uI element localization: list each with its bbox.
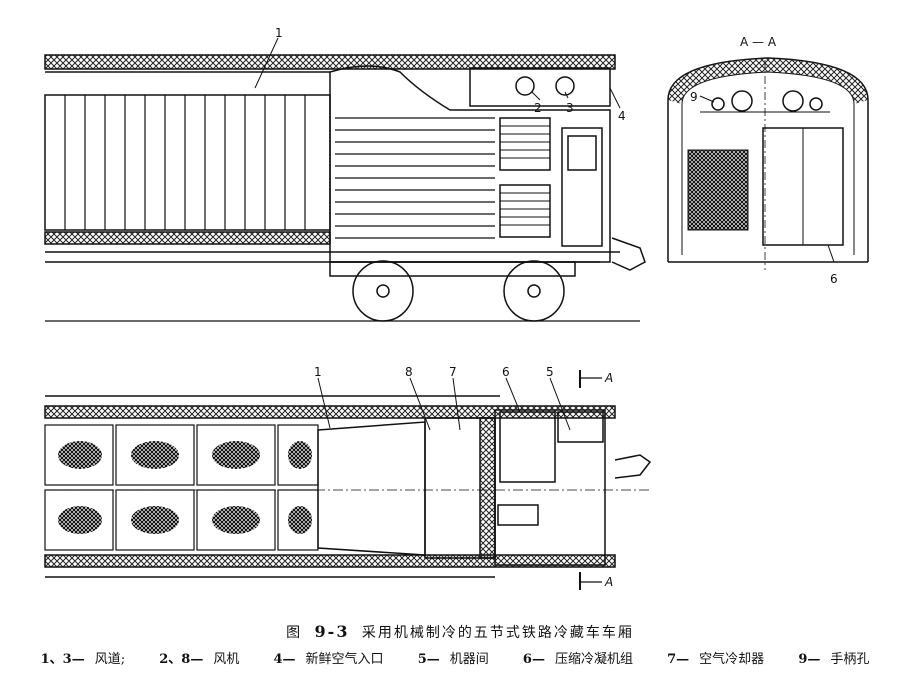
side-door [561,127,603,247]
lower-louvre [499,184,551,238]
plan-label-6: 6 [502,365,510,379]
legend-item: 9—手柄孔 [798,652,870,667]
section-label-6: 6 [830,272,838,286]
section-machinery [687,149,749,231]
caption-prefix: 图 [286,625,303,641]
caption-number: 9-3 [314,622,350,641]
hand-hole-3 [782,90,804,112]
section-mark-bottom: A [604,575,613,589]
plan-duct [317,421,426,556]
wheel-left [352,260,414,322]
machine-room-body [329,65,611,263]
plan-partition [479,417,496,559]
legend-item: 5—机器间 [417,652,489,667]
plan-label-7: 7 [449,365,457,379]
fan-duct-assembly [469,67,611,107]
plan-label-8: 8 [405,365,413,379]
plan-label-1: 1 [314,365,322,379]
side-label-2: 2 [534,101,542,115]
plan-coupler [614,454,652,479]
floor-insulation [44,231,331,245]
caption-title: 采用机械制冷的五节式铁路冷藏车车厢 [361,625,634,641]
side-label-1: 1 [275,26,283,40]
roof-insulation [44,54,616,70]
legend-item: 6—压缩冷凝机组 [522,652,633,667]
figure-caption: 图 9-3 采用机械制冷的五节式铁路冷藏车车厢 [0,622,920,642]
cross-section-view [667,57,869,270]
corrugated-wall [44,94,331,231]
side-label-4: 4 [618,109,626,123]
upper-louvre [499,117,551,171]
figure-legend: 1、3—风道; 2、8—风机 4—新鲜空气入口 5—机器间 6—压缩冷凝机组 7… [0,648,920,667]
plan-top-wall [44,405,616,419]
side-elevation [44,37,646,322]
plan-condenser [557,411,604,443]
hand-hole-4 [809,97,823,111]
coupler [611,237,646,271]
legend-item: 2、8—风机 [159,652,240,667]
legend-item: 1、3—风道; [40,652,126,667]
legend-item: 4—新鲜空气入口 [273,652,384,667]
plan-compressor [499,411,556,483]
legend-item: 7—空气冷却器 [667,652,765,667]
side-label-3: 3 [566,101,574,115]
section-label-9: 9 [690,90,698,104]
plan-label-5: 5 [546,365,554,379]
bogie-frame [329,261,576,277]
hand-hole-2 [731,90,753,112]
section-mark-top: A [604,371,613,385]
wheel-right [503,260,565,322]
plan-machine-room [494,409,606,566]
technical-drawing: 1 2 3 4 A — A 9 6 [44,26,869,590]
hand-hole-1 [711,97,725,111]
section-title: A — A [740,35,777,49]
plan-motor [497,504,539,526]
plan-view [44,370,652,590]
